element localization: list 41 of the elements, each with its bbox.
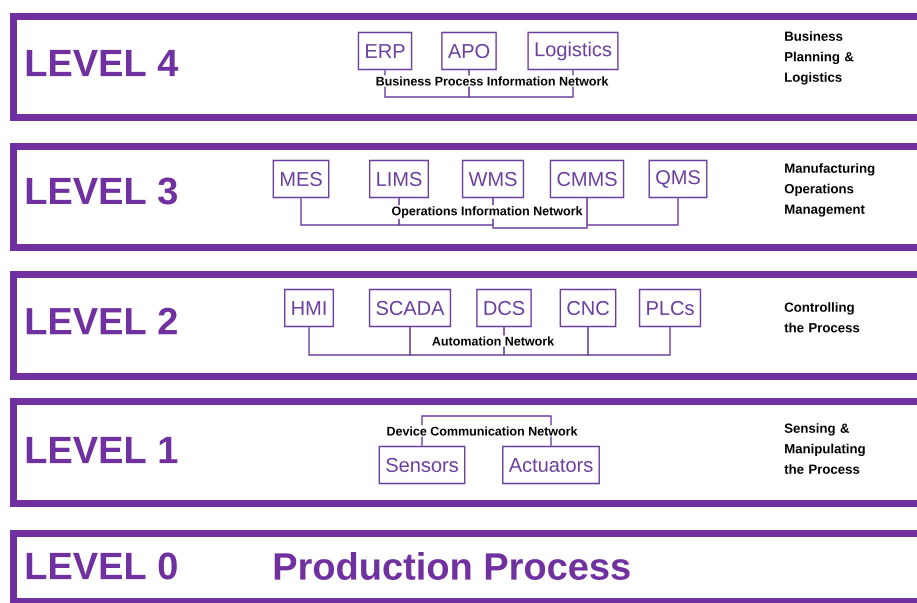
system-box: MES bbox=[272, 160, 330, 198]
level-band bbox=[10, 13, 917, 121]
network-line bbox=[421, 415, 552, 446]
network-line bbox=[492, 198, 588, 229]
level-description: Business Planning & Logistics bbox=[785, 31, 854, 85]
system-box: PLCs bbox=[638, 288, 702, 328]
process-title: Production Process bbox=[274, 552, 630, 580]
system-box: Actuators bbox=[502, 446, 600, 484]
system-box: WMS bbox=[462, 160, 524, 198]
network-line bbox=[308, 327, 411, 356]
network-label: Device Communication Network bbox=[386, 425, 579, 437]
system-box: APO bbox=[441, 32, 497, 70]
network-line bbox=[503, 327, 589, 356]
system-box: CNC bbox=[560, 288, 616, 328]
network-label: Automation Network bbox=[430, 335, 556, 347]
system-box: LIMS bbox=[368, 160, 430, 198]
level-label: LEVEL 2 bbox=[26, 308, 177, 334]
network-label: Operations Information Network bbox=[390, 205, 584, 219]
level-label: LEVEL 0 bbox=[26, 552, 177, 580]
level-label: LEVEL 4 bbox=[26, 50, 178, 76]
network-line bbox=[587, 327, 671, 356]
network-line bbox=[409, 327, 505, 356]
system-box: HMI bbox=[284, 288, 334, 328]
system-box: Sensors bbox=[378, 446, 466, 484]
level-description: Controlling the Process bbox=[784, 302, 860, 332]
network-label: Business Process Information Network bbox=[374, 75, 610, 87]
network-line bbox=[586, 198, 679, 226]
system-box: QMS bbox=[648, 160, 708, 198]
level-label: LEVEL 3 bbox=[26, 178, 177, 204]
system-box: DCS bbox=[476, 288, 532, 328]
level-description: Manufacturing Operations Management bbox=[784, 163, 874, 217]
system-box: Logistics bbox=[527, 32, 619, 70]
network-line bbox=[300, 198, 400, 226]
system-box: SCADA bbox=[368, 288, 452, 328]
level-band bbox=[10, 530, 917, 603]
system-box: CMMS bbox=[550, 160, 624, 198]
level-description: Sensing & Manipulating the Process bbox=[784, 423, 865, 474]
level-band bbox=[10, 398, 917, 507]
system-box: ERP bbox=[358, 32, 412, 70]
network-line bbox=[468, 70, 574, 98]
level-label: LEVEL 1 bbox=[26, 436, 178, 464]
